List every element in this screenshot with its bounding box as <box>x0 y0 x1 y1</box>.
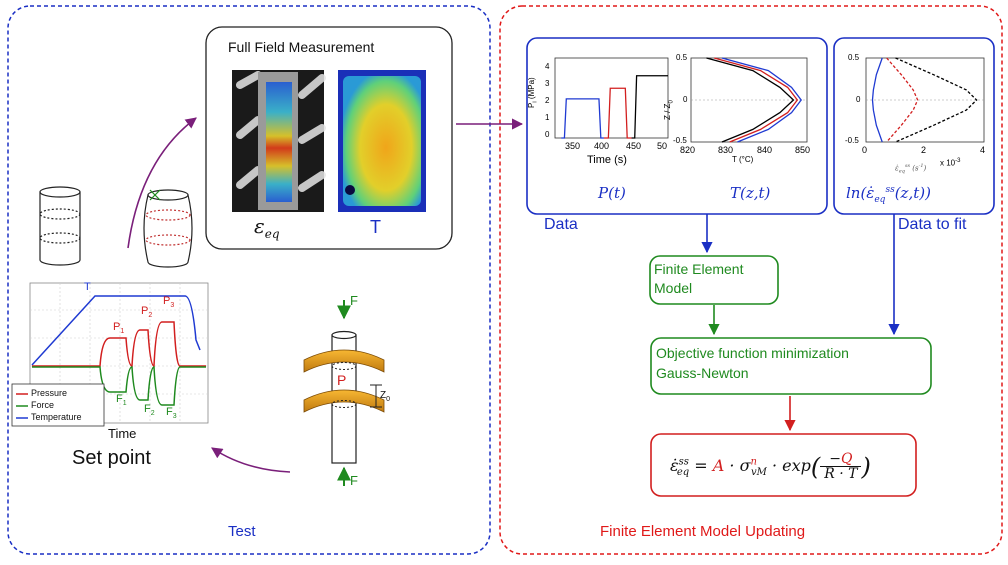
t-of-zt-symbol: T(z,t) <box>730 184 771 202</box>
tchart-ytick-05: 0.5 <box>676 53 688 62</box>
pchart-ylabel: Pi (MPa) <box>527 77 539 108</box>
tchart-ylabel: Z / Z0 <box>663 100 675 120</box>
fe-update-panel-frame <box>499 5 1003 555</box>
fchart-ytick-m05: -0.5 <box>845 136 859 145</box>
setpoint-xlabel: Time <box>108 426 137 441</box>
chart1-series-2 <box>706 57 795 143</box>
fchart-ytick-05: 0.5 <box>848 53 860 62</box>
fchart-multiplier: x 10-3 <box>940 158 961 168</box>
chart0-series-1 <box>603 87 632 139</box>
law-box <box>650 433 917 497</box>
strain-symbol: εeq <box>254 214 280 241</box>
tchart-xtick-830: 830 <box>718 145 734 155</box>
fchart-ytick-0: 0 <box>856 95 861 104</box>
fchart-xtick-0: 0 <box>862 145 868 155</box>
chart0-series-2 <box>631 75 668 139</box>
full-field-title: Full Field Measurement <box>228 39 375 55</box>
tchart-xtick-840: 840 <box>757 145 773 155</box>
temperature-curve <box>31 295 201 366</box>
pressure-curve <box>32 321 206 367</box>
tchart-xtick-850: 850 <box>795 145 811 155</box>
data-caption: Data <box>544 216 578 233</box>
pchart-xtick-350: 350 <box>565 141 581 151</box>
setpoint-label-F2: F2 <box>144 403 155 418</box>
chart2-series-2 <box>895 57 978 143</box>
pressure-chart-frame <box>554 57 669 139</box>
arrow-to-measurement <box>127 117 197 249</box>
force-label-top: F <box>350 293 358 308</box>
z0-label: Z0 <box>380 390 391 404</box>
pchart-xtick-50: 50 <box>657 141 668 151</box>
pchart-ytick-3: 3 <box>545 79 550 88</box>
objective-line1: Objective function minimization <box>656 345 849 361</box>
chart0-series-0 <box>561 98 604 139</box>
undeformed-specimen-icon <box>39 186 81 266</box>
ln-strain-rate-symbol: ln(ε̇eqss(z,t)) <box>846 184 931 205</box>
tchart-ytick-0: 0 <box>683 95 688 104</box>
fchart-xtick-4: 4 <box>980 145 986 155</box>
setpoint-label-P1: P1 <box>113 321 125 336</box>
pressure-label: P <box>337 372 347 388</box>
tchart-ytick-m05: -0.5 <box>673 136 687 145</box>
chart1-series-1 <box>714 57 799 143</box>
tchart-xlabel: T (°C) <box>732 155 754 164</box>
test-panel-frame <box>7 5 491 555</box>
setpoint-label-T: T <box>84 281 91 293</box>
fe-model-line1: Finite Element <box>654 261 744 277</box>
ir-temperature-image <box>338 70 426 212</box>
data-to-fit-caption: Data to fit <box>898 216 967 233</box>
test-panel-title: Test <box>228 523 256 540</box>
chart1-series-0 <box>721 57 803 143</box>
p-of-t-symbol: P(t) <box>598 184 626 202</box>
temperature-field-label: T <box>370 217 381 237</box>
dic-strain-image <box>232 70 326 212</box>
pchart-ytick-4: 4 <box>545 62 550 71</box>
pchart-ytick-0: 0 <box>545 130 550 139</box>
pchart-ytick-1: 1 <box>545 113 550 122</box>
pchart-xtick-400: 400 <box>594 141 610 151</box>
fchart-xlabel: ε̇eqss (s-1) <box>895 163 927 175</box>
arrow-to-setpoint <box>211 447 291 473</box>
legend-pressure: Pressure <box>31 388 68 398</box>
objective-line2: Gauss-Newton <box>656 365 749 381</box>
setpoint-label-P2: P2 <box>141 305 153 320</box>
setpoint-label-F1: F1 <box>116 393 127 408</box>
setpoint-label-F3: F3 <box>166 406 177 421</box>
pchart-xlabel: Time (s) <box>587 154 627 166</box>
fchart-xtick-2: 2 <box>921 145 927 155</box>
specimen-with-grips <box>303 300 385 486</box>
tchart-xtick-820: 820 <box>680 145 696 155</box>
legend-force: Force <box>31 400 55 410</box>
pchart-ytick-2: 2 <box>545 96 550 105</box>
setpoint-title: Set point <box>72 447 151 469</box>
force-label-bottom: F <box>350 473 358 488</box>
pchart-xtick-450: 450 <box>626 141 642 151</box>
deformed-specimen-icon <box>143 189 193 268</box>
setpoint-label-P3: P3 <box>163 295 175 310</box>
fe-panel-title: Finite Element Model Updating <box>600 523 806 540</box>
legend-temperature: Temperature <box>31 412 82 422</box>
objective-box <box>650 337 932 395</box>
force-curve <box>32 366 206 406</box>
chart2-series-1 <box>886 57 919 143</box>
fe-model-box <box>649 255 779 305</box>
setpoint-legend <box>11 383 105 427</box>
chart2-series-0 <box>871 57 883 143</box>
fe-model-line2: Model <box>654 280 693 296</box>
